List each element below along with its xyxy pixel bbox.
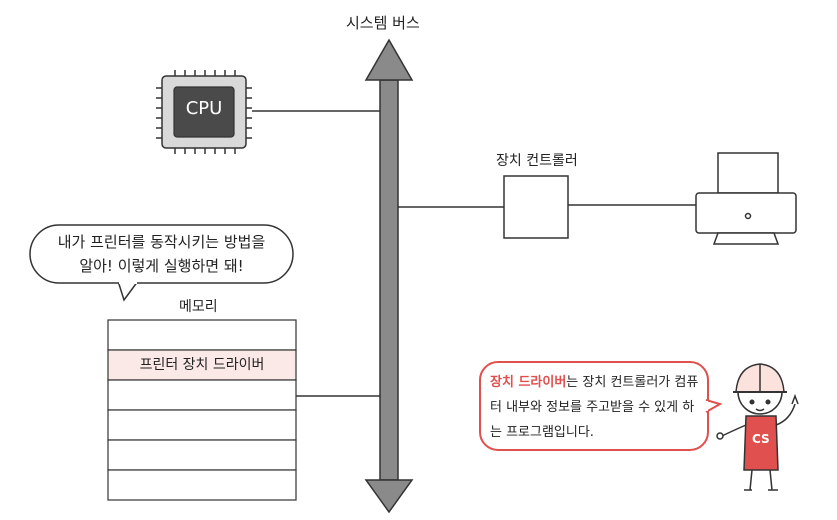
device-controller-box	[503, 175, 569, 239]
memory-label: 메모리	[179, 299, 218, 315]
memory-row-3	[108, 380, 296, 410]
memory-block	[107, 319, 297, 501]
cpu-label: CPU	[185, 98, 223, 119]
note-box-shape	[479, 361, 723, 451]
memory-row-4	[108, 410, 296, 440]
memory-row-5	[108, 440, 296, 470]
character-badge: CS	[752, 432, 770, 446]
note-body: 는 장치 컨트롤러가 컴퓨터 내부와 정보를 주고받을 수 있게 하는 프로그램…	[490, 375, 699, 440]
character-illustration	[716, 363, 799, 491]
speech-bubble-line-1: 내가 프린터를 동작시키는 방법을	[57, 233, 266, 251]
printer-icon	[695, 152, 797, 245]
note-highlight: 장치 드라이버	[490, 375, 567, 390]
speech-bubble-shape	[29, 224, 294, 302]
cpu-chip-icon	[156, 70, 252, 154]
system-bus-arrow	[364, 38, 414, 514]
speech-bubble-text: 내가 프린터를 동작시키는 방법을 알아! 이렇게 실행하면 돼!	[30, 230, 293, 278]
memory-row-printer-driver: 프린터 장치 드라이버	[139, 357, 265, 373]
device-controller-label: 장치 컨트롤러	[496, 153, 578, 169]
memory-row-1	[108, 320, 296, 350]
memory-row-6	[108, 470, 296, 500]
note-text: 장치 드라이버는 장치 컨트롤러가 컴퓨터 내부와 정보를 주고받을 수 있게 …	[490, 370, 705, 445]
speech-bubble-line-2: 알아! 이렇게 실행하면 돼!	[79, 257, 244, 275]
system-bus-label: 시스템 버스	[346, 14, 420, 32]
